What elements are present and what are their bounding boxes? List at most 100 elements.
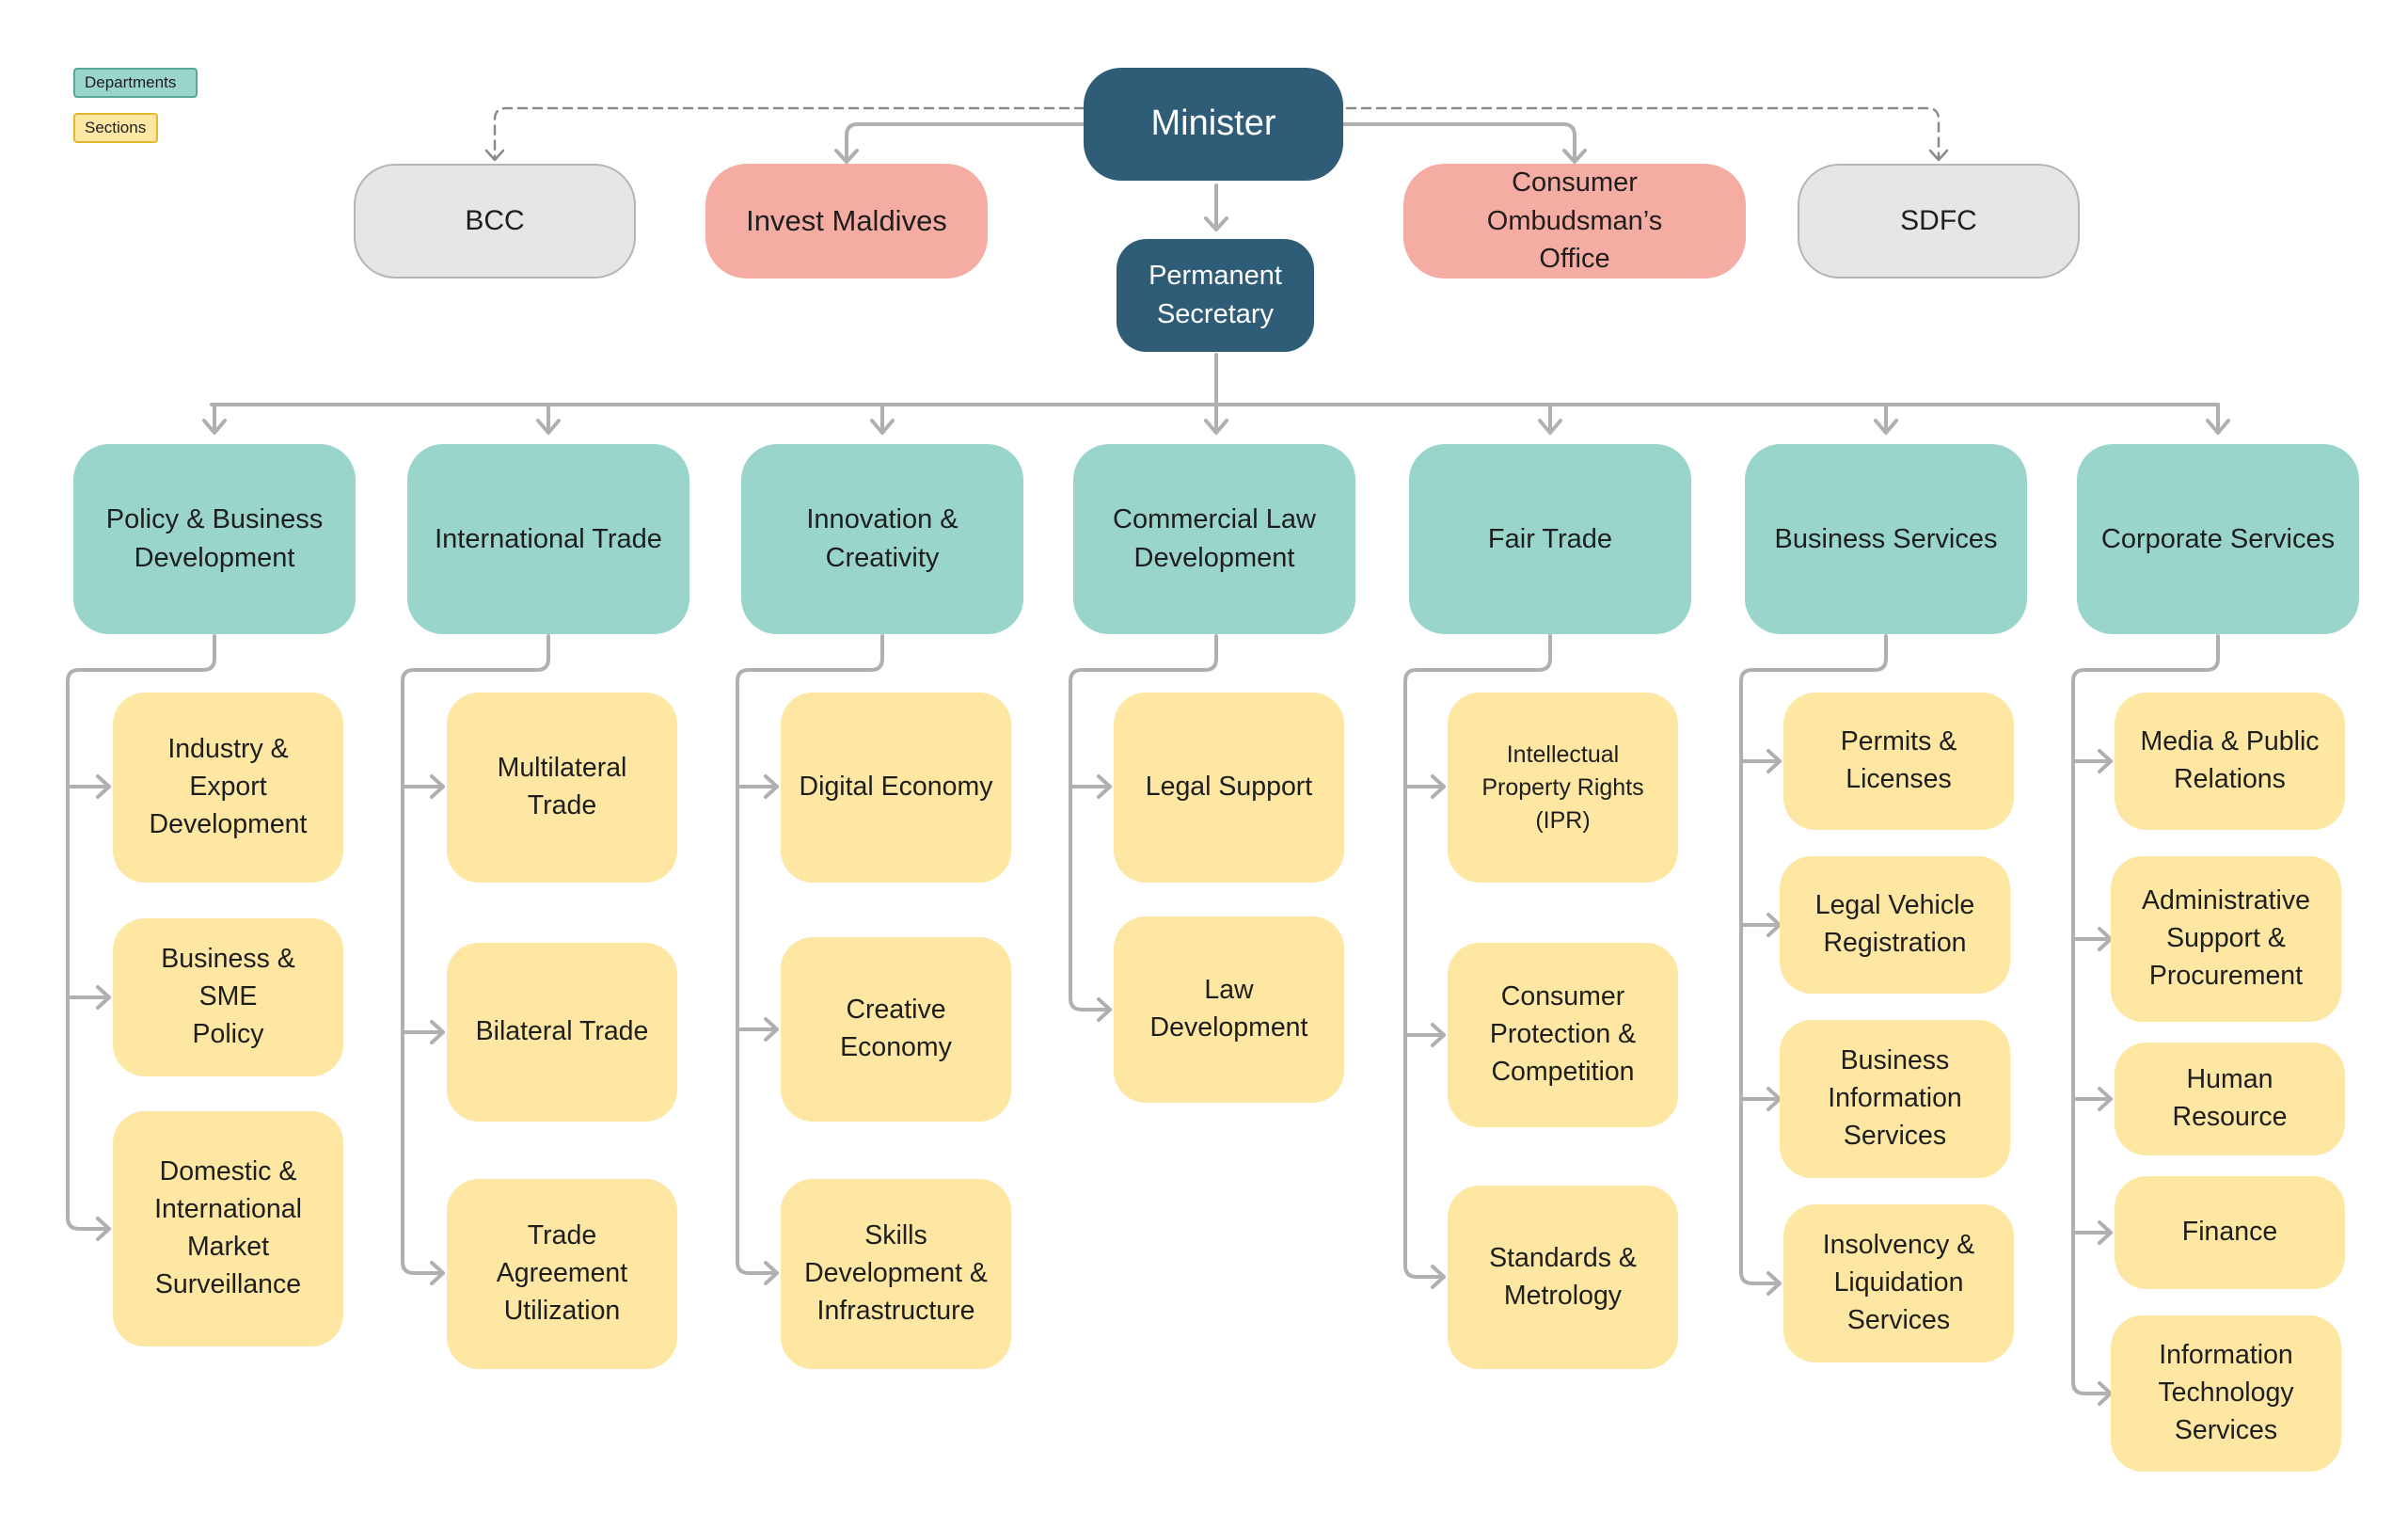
section-label: Creative Economy [840, 995, 952, 1062]
section-intellectual-property-rights: Intellectual Property Rights (IPR) [1448, 693, 1678, 883]
section-standards-metrology: Standards & Metrology [1448, 1186, 1678, 1369]
section-label: Law Development [1149, 975, 1308, 1043]
arrowhead [1097, 997, 1112, 1022]
section-market-surveillance: Domestic & International Market Surveill… [113, 1111, 343, 1346]
section-label: Business Information Services [1828, 1045, 1962, 1151]
arrowhead [2098, 1087, 2113, 1111]
section-label: Media & Public Relations [2140, 726, 2320, 794]
section-label: Consumer Protection & Competition [1489, 981, 1637, 1087]
connector-bcc [493, 106, 1085, 160]
department-label: Fair Trade [1487, 523, 1613, 554]
department-label: Commercial Law Development [1113, 504, 1316, 573]
legend-departments: Departments [73, 68, 198, 98]
agency-bcc-label: BCC [465, 205, 525, 236]
department-label: Policy & Business Development [105, 504, 324, 573]
department-label: International Trade [435, 523, 662, 554]
department-commercial-law-development: Commercial Law Development [1073, 444, 1355, 634]
section-label: Standards & Metrology [1489, 1242, 1637, 1311]
section-finance: Finance [2115, 1176, 2345, 1289]
agency-consumer-ombudsman-label: Consumer Ombudsman’s Office [1486, 167, 1663, 275]
section-label: Skills Development & Infrastructure [804, 1220, 988, 1326]
department-international-trade: International Trade [407, 444, 689, 634]
section-label: Industry & Export Development [149, 734, 308, 839]
department-label: Business Services [1774, 523, 1998, 554]
arrowhead [430, 774, 445, 799]
arrowhead [1431, 1265, 1446, 1289]
section-label: Business & SME Policy [161, 944, 295, 1049]
minister-label: Minister [1150, 104, 1276, 144]
legend-departments-label: Departments [85, 73, 177, 91]
section-administrative-support-procurement: Administrative Support & Procurement [2111, 856, 2341, 1022]
department-business-services: Business Services [1745, 444, 2027, 634]
arrowhead [764, 1261, 779, 1285]
section-label: Human Resource [2172, 1064, 2288, 1132]
arrowhead [430, 1020, 445, 1044]
department-fair-trade: Fair Trade [1409, 444, 1691, 634]
section-label: Bilateral Trade [475, 1016, 649, 1047]
section-industry-export-development: Industry & Export Development [113, 693, 343, 883]
section-digital-economy: Digital Economy [781, 693, 1011, 883]
department-drops [202, 403, 2230, 435]
section-label: Insolvency & Liquidation Services [1822, 1230, 1975, 1335]
minister-node: Minister [1084, 68, 1343, 181]
section-label: Multilateral Trade [497, 753, 627, 820]
department-corporate-services: Corporate Services [2077, 444, 2359, 634]
connector-invest-maldives [845, 122, 1085, 162]
section-business-information-services: Business Information Services [1780, 1020, 2010, 1178]
bracket-spine-4 [1403, 634, 1552, 1279]
section-multilateral-trade: Multilateral Trade [447, 693, 677, 883]
agency-bcc: BCC [354, 164, 636, 279]
bracket-spine-6 [2071, 634, 2220, 1395]
bracket-spine-5 [1739, 634, 1888, 1285]
section-business-sme-policy: Business & SME Policy [113, 918, 343, 1076]
permanent-secretary-label: Permanent Secretary [1149, 261, 1282, 329]
department-label: Corporate Services [2100, 523, 2336, 554]
section-media-public-relations: Media & Public Relations [2115, 693, 2345, 830]
arrowhead [1204, 216, 1228, 231]
bracket-spine-0 [66, 634, 216, 1231]
section-law-development: Law Development [1114, 916, 1344, 1103]
legend-sections: Sections [73, 113, 158, 143]
agency-sdfc-label: SDFC [1900, 205, 1977, 236]
agency-sdfc: SDFC [1798, 164, 2080, 279]
department-innovation-creativity: Innovation & Creativity [741, 444, 1023, 634]
department-label: Innovation & Creativity [806, 504, 958, 573]
connector-sdfc [1315, 106, 1941, 160]
section-trade-agreement-utilization: Trade Agreement Utilization [447, 1179, 677, 1369]
section-human-resource: Human Resource [2115, 1043, 2345, 1155]
section-permits-licenses: Permits & Licenses [1783, 693, 2014, 830]
section-label: Administrative Support & Procurement [2142, 885, 2310, 991]
section-label: Domestic & International Market Surveill… [154, 1156, 302, 1299]
section-information-technology-services: Information Technology Services [2111, 1315, 2341, 1472]
arrowhead [1431, 1023, 1446, 1047]
section-insolvency-liquidation-services: Insolvency & Liquidation Services [1783, 1204, 2014, 1362]
section-label: Intellectual Property Rights (IPR) [1481, 741, 1644, 834]
bracket-spine-2 [736, 634, 884, 1275]
connector-consumer-ombudsman [1341, 122, 1576, 162]
bracket-spine-3 [1069, 634, 1218, 1011]
agency-consumer-ombudsman: Consumer Ombudsman’s Office [1403, 164, 1746, 279]
section-legal-vehicle-registration: Legal Vehicle Registration [1780, 856, 2010, 994]
section-label: Legal Support [1145, 772, 1313, 803]
arrowhead [2098, 749, 2113, 773]
department-policy-business-development: Policy & Business Development [73, 444, 356, 634]
section-label: Permits & Licenses [1840, 726, 1957, 794]
section-bilateral-trade: Bilateral Trade [447, 943, 677, 1122]
arrowhead [1766, 1271, 1782, 1296]
section-label: Finance [2181, 1217, 2278, 1248]
section-label: Digital Economy [799, 772, 993, 803]
permanent-secretary-node: Permanent Secretary [1117, 239, 1314, 352]
section-label: Information Technology Services [2158, 1340, 2294, 1445]
arrowhead [430, 1261, 445, 1285]
legend-sections-label: Sections [85, 119, 147, 136]
section-skills-development-infrastructure: Skills Development & Infrastructure [781, 1179, 1011, 1369]
section-label: Trade Agreement Utilization [496, 1220, 628, 1326]
arrowhead [96, 1217, 111, 1241]
arrowhead [764, 774, 779, 799]
arrowhead [96, 774, 111, 799]
section-legal-support: Legal Support [1114, 693, 1344, 883]
arrowhead [2098, 1220, 2113, 1245]
section-creative-economy: Creative Economy [781, 937, 1011, 1122]
arrowhead [764, 1017, 779, 1042]
section-label: Legal Vehicle Registration [1814, 890, 1975, 958]
